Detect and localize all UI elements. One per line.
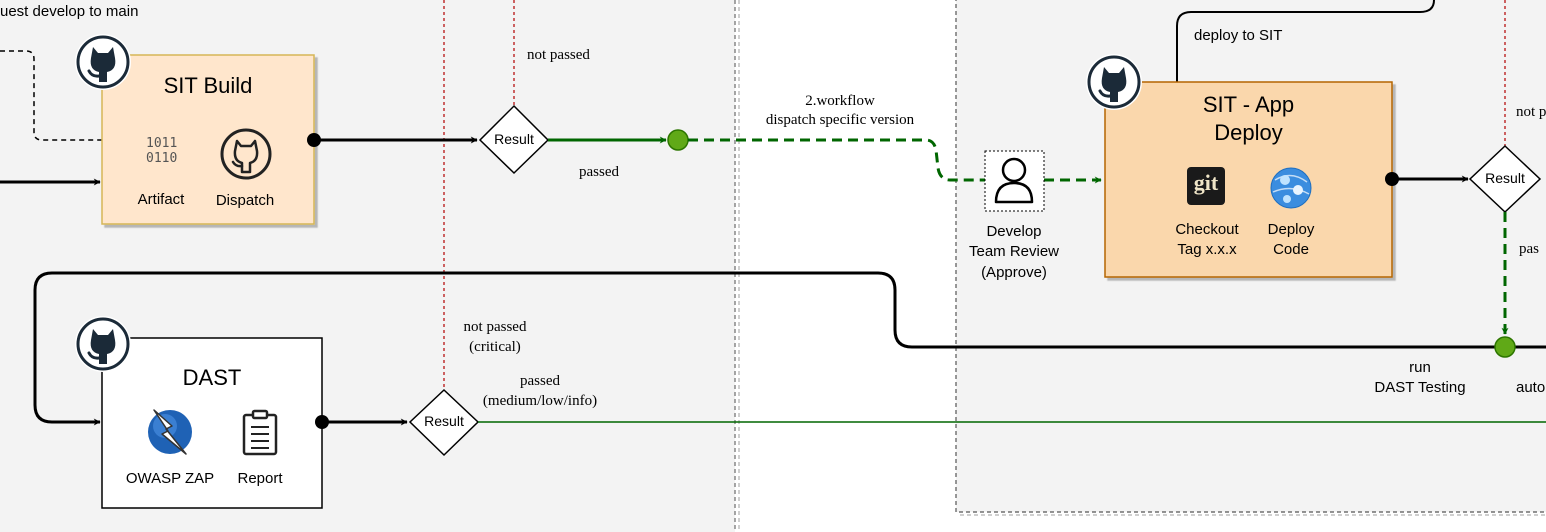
not-passed-critical-label-2: (critical) [469, 339, 521, 355]
dast-box [101, 337, 323, 509]
owasp-zap-label: OWASP ZAP [125, 470, 215, 487]
passed-medium-label-2: (medium/low/info) [482, 393, 598, 409]
not-passed-label-1: not passed [527, 47, 590, 63]
result-label-2: Result [424, 413, 464, 429]
run-dast-loop [33, 271, 1546, 426]
github-icon [75, 34, 131, 90]
green-dot-1 [667, 129, 689, 151]
git-icon-label: git [1193, 170, 1219, 195]
git-icon [1187, 167, 1225, 205]
sit-build-box [101, 54, 315, 225]
dast-title: DAST [182, 365, 242, 390]
deploy-code-label-1: Deploy [1267, 221, 1315, 238]
result-label-3: Result [1485, 170, 1525, 186]
pr-label: uest develop to main [0, 3, 139, 20]
passed-medium-label-1: passed [520, 373, 560, 389]
sit-build-port [307, 133, 321, 147]
binary-icon: 1011 0110 [146, 136, 178, 166]
sit-deploy-title-1: SIT - App [1202, 92, 1295, 117]
github-icon [1086, 54, 1142, 110]
auto-label: auto [1516, 379, 1546, 396]
sit-deploy-port [1385, 172, 1399, 186]
sit-deploy-title-2: Deploy [1214, 120, 1283, 145]
checkout-label-2: Tag x.x.x [1177, 241, 1237, 258]
workflow-label-2: dispatch specific version [765, 112, 915, 128]
deploy-to-sit-label: deploy to SIT [1194, 27, 1283, 44]
not-passed-label-right: not p [1516, 104, 1546, 120]
report-label: Report [237, 470, 283, 487]
passed-label-1: passed [579, 164, 619, 180]
github-outline-icon [220, 128, 272, 180]
review-label-2: Team Review [968, 243, 1060, 260]
deploy-code-label-2: Code [1273, 241, 1309, 258]
pr-dashed-connector [0, 50, 102, 141]
artifact-label: Artifact [137, 191, 185, 208]
passed-label-right: pas [1519, 241, 1539, 257]
deploy-to-sit-line [1176, 0, 1435, 82]
result-diamond-1[interactable] [478, 104, 550, 175]
review-label-1: Develop [986, 223, 1042, 240]
dispatch-label: Dispatch [215, 192, 275, 209]
sit-build-title: SIT Build [163, 73, 253, 98]
azure-deploy-icon [1270, 167, 1312, 209]
dast-port [315, 415, 329, 429]
report-icon [242, 409, 278, 456]
user-icon [994, 157, 1034, 204]
run-dast-label-2: DAST Testing [1374, 379, 1466, 396]
not-passed-critical-label-1: not passed [463, 319, 527, 335]
workflow-label-1: 2.workflow [805, 93, 875, 109]
checkout-label-1: Checkout [1175, 221, 1239, 238]
result-label-1: Result [494, 131, 534, 147]
green-dot-2 [1494, 336, 1516, 358]
review-label-3: (Approve) [981, 264, 1047, 281]
owasp-zap-icon [148, 409, 192, 455]
sit-deploy-box [1104, 81, 1393, 278]
github-icon [75, 316, 131, 372]
result-diamond-2[interactable] [408, 388, 480, 457]
workflow-dispatch-path [688, 138, 986, 182]
run-dast-label-1: run [1409, 359, 1431, 376]
